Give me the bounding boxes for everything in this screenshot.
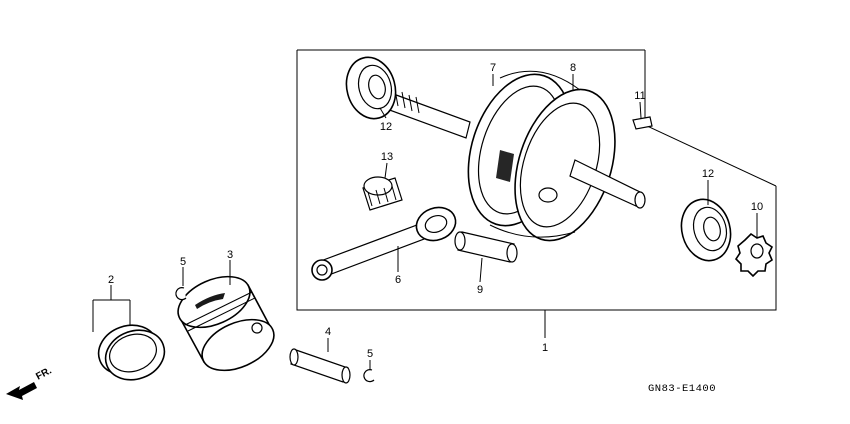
front-arrow-label: FR. — [34, 365, 54, 382]
drive-gear — [734, 232, 774, 278]
connecting-rod — [311, 206, 457, 281]
callout-7: 7 — [490, 62, 496, 74]
leader-lines — [92, 74, 758, 370]
callout-1: 1 — [542, 342, 548, 354]
callout-12-left: 12 — [380, 121, 392, 133]
callout-12-right: 12 — [702, 168, 714, 180]
piston-rings — [97, 324, 166, 381]
bearing-right — [680, 198, 732, 262]
crank-pin — [454, 231, 518, 263]
piston — [177, 275, 275, 372]
callout-2: 2 — [108, 274, 114, 286]
callout-3: 3 — [227, 249, 233, 261]
bearing-left — [345, 56, 397, 120]
callout-5-upper: 5 — [180, 256, 186, 268]
needle-bearing — [362, 176, 403, 211]
front-arrow-icon: FR. — [6, 365, 54, 400]
piston-pin-clip-lower — [363, 369, 375, 383]
callout-8: 8 — [570, 62, 576, 74]
piston-pin — [289, 348, 351, 384]
callout-9: 9 — [477, 284, 483, 296]
callout-4: 4 — [325, 326, 331, 338]
callout-6: 6 — [395, 274, 401, 286]
woodruff-key — [632, 116, 653, 130]
diagram-code: GN83-E1400 — [648, 383, 716, 395]
callout-10: 10 — [751, 201, 763, 213]
callout-5-lower: 5 — [367, 348, 373, 360]
callout-13: 13 — [381, 151, 393, 163]
piston-pin-clip-upper — [175, 287, 187, 301]
callout-11: 11 — [634, 90, 645, 102]
assembly-bracket — [296, 49, 777, 338]
crankshaft-assembly — [383, 70, 646, 242]
